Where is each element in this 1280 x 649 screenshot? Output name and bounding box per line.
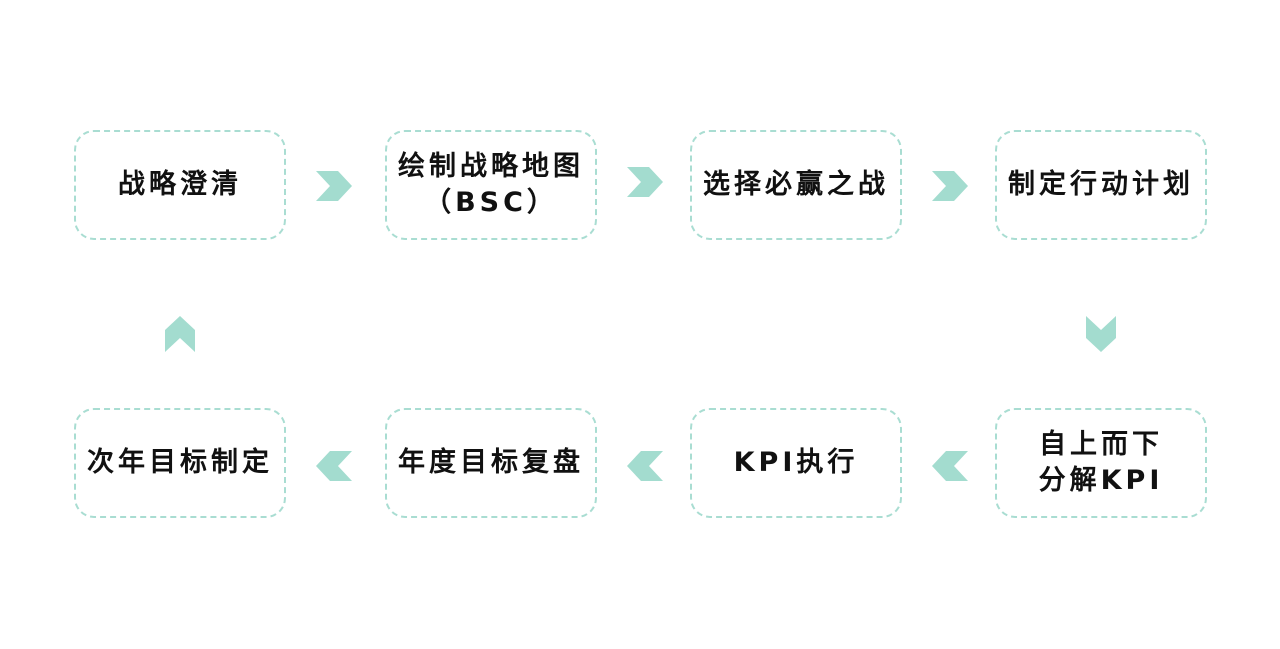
step-label-line-2: 分解KPI [1038, 465, 1164, 496]
step-label: 次年目标制定 [87, 447, 273, 478]
chevron-up-icon [165, 316, 195, 352]
chevron-right-icon [932, 171, 968, 201]
chevron-right-icon [316, 171, 352, 201]
chevron-left-icon [627, 451, 663, 481]
step-label: 制定行动计划 [1008, 169, 1194, 200]
chevron-left-icon [932, 451, 968, 481]
chevron-down-icon [1086, 316, 1116, 352]
step-label: 选择必赢之战 [703, 169, 889, 200]
step-box-1: 战略澄清 [74, 130, 286, 240]
step-box-2: 绘制战略地图 （BSC） [385, 130, 597, 240]
step-label-line-1: 绘制战略地图 [398, 151, 584, 182]
step-label: 年度目标复盘 [398, 447, 584, 478]
step-box-8: 次年目标制定 [74, 408, 286, 518]
step-box-4: 制定行动计划 [995, 130, 1207, 240]
step-label-line-2: （BSC） [424, 187, 558, 218]
chevron-right-icon [627, 167, 663, 197]
chevron-left-icon [316, 451, 352, 481]
step-box-5: 自上而下 分解KPI [995, 408, 1207, 518]
step-box-3: 选择必赢之战 [690, 130, 902, 240]
step-box-6: KPI执行 [690, 408, 902, 518]
step-label: 战略澄清 [118, 169, 242, 200]
step-box-7: 年度目标复盘 [385, 408, 597, 518]
step-label-line-1: 自上而下 [1039, 429, 1163, 460]
step-label: KPI执行 [733, 447, 859, 478]
